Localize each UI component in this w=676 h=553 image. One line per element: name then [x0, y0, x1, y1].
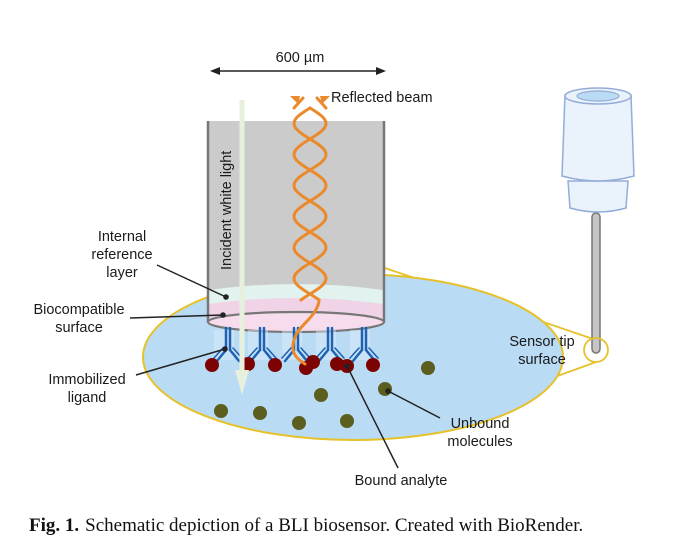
label-line: layer [106, 265, 138, 281]
unbound-molecule-dot [314, 388, 328, 402]
bound-analyte-dot [268, 358, 282, 372]
antibody-icon [315, 326, 345, 363]
label-line: Internal [98, 229, 146, 245]
callout-immobilized-ligand: Immobilized ligand [48, 372, 125, 406]
scale-bar: 600 µm [210, 50, 386, 75]
unbound-molecule-dot [421, 361, 435, 375]
probe-shaft [591, 212, 601, 354]
incident-arrowhead [235, 370, 249, 395]
figure-caption-label: Fig. 1. [29, 515, 80, 536]
incident-light-beam: Incident white light [219, 100, 249, 395]
label-line: molecules [447, 434, 512, 450]
probe-collar [567, 180, 629, 213]
callout-biocompatible-surface: Biocompatible surface [33, 302, 124, 336]
unbound-molecule-dot [214, 404, 228, 418]
label-line: surface [55, 320, 103, 336]
label-line: reference [91, 247, 152, 263]
bound-analyte-dot [306, 355, 320, 369]
unbound-molecule-dot [253, 406, 267, 420]
scale-bar-label: 600 µm [276, 50, 325, 66]
bound-analytes [205, 355, 380, 375]
probe-cap [561, 94, 635, 182]
incident-light-label: Incident white light [219, 151, 235, 270]
label-line: Unbound [451, 416, 510, 432]
sensor-tip-highlight [583, 337, 609, 363]
immobilized-ligands [213, 326, 379, 363]
reflected-arrowhead-right [320, 96, 330, 104]
probe-cap-opening [576, 90, 620, 102]
reflected-beam-strand-a [291, 106, 328, 366]
figure-caption-text: Schematic depiction of a BLI biosensor. … [85, 515, 584, 536]
reflected-beam: Reflected beam [290, 90, 433, 366]
unbound-molecule-dot [340, 414, 354, 428]
callout-internal-reference-layer: Internal reference layer [91, 229, 152, 281]
leader-lines [129, 264, 441, 469]
label-line: Immobilized [48, 372, 125, 388]
callout-unbound-molecules: Unbound molecules [447, 416, 512, 450]
biosensor-probe: Sensor tip surface [509, 87, 635, 368]
reflected-arrowhead-left [290, 96, 300, 104]
reflected-beam-strand-b [292, 106, 328, 302]
callout-bound-analyte: Bound analyte [355, 473, 448, 489]
label-line: Bound analyte [355, 473, 448, 489]
label-line: Biocompatible [33, 302, 124, 318]
reflected-beam-label: Reflected beam [331, 90, 433, 106]
label-line: surface [518, 352, 566, 368]
unbound-molecule-dot [292, 416, 306, 430]
figure-caption: Fig. 1.Schematic depiction of a BLI bios… [29, 515, 583, 537]
bound-analyte-dot [366, 358, 380, 372]
fiber-tip-face [206, 310, 386, 334]
unbound-molecules [214, 361, 435, 430]
bound-analyte-dot [205, 358, 219, 372]
label-line: ligand [68, 390, 107, 406]
label-line: Sensor tip [509, 334, 574, 350]
